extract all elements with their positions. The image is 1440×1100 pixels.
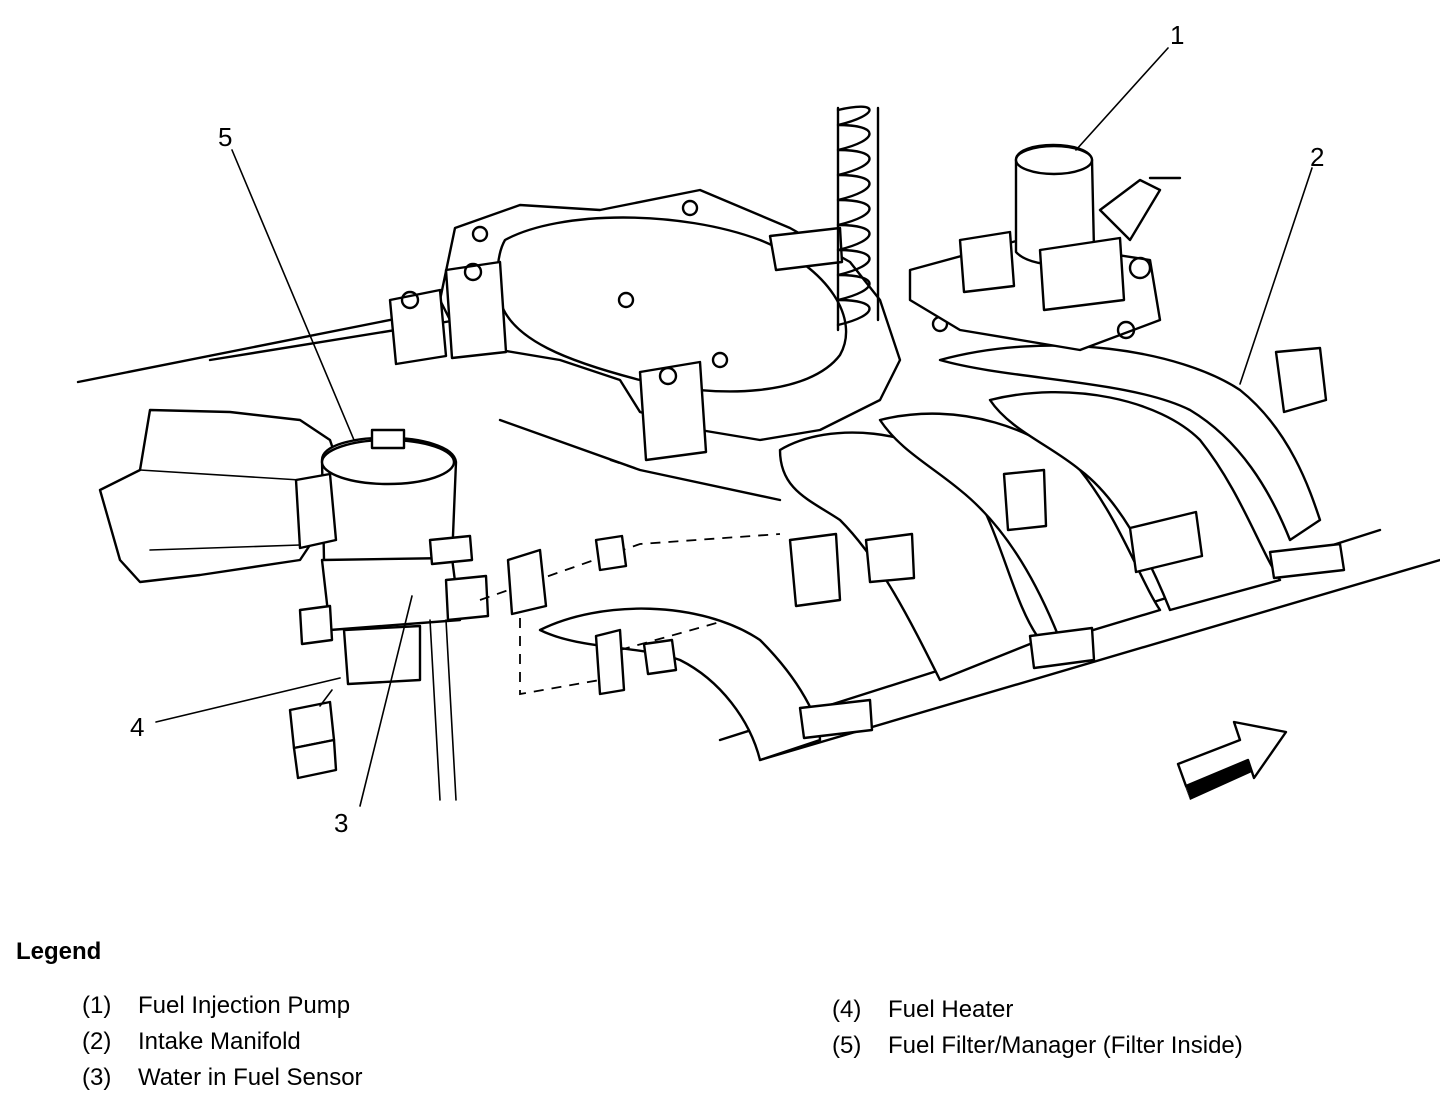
callout-3: 3 [334, 808, 348, 838]
callout-4: 4 [130, 712, 144, 742]
lower-manifold [98, 408, 342, 584]
legend-item-5-num: (5) [832, 1032, 862, 1059]
legend-item-2-num: (2) [82, 1028, 112, 1055]
legend-item-2-label: Intake Manifold [138, 1028, 301, 1055]
fuel-lines [479, 346, 1346, 740]
callout-1: 1 [1170, 20, 1184, 50]
front-direction-arrow-icon [1176, 720, 1288, 800]
engine-diagram: 1 2 3 4 5 [76, 20, 1440, 838]
legend-title: Legend [16, 938, 102, 965]
intake-plenum [388, 188, 949, 462]
legend-item-3: (3) Water in Fuel Sensor [82, 1064, 363, 1092]
leader-lines [155, 47, 1313, 807]
legend-item-3-label: Water in Fuel Sensor [138, 1064, 363, 1091]
legend-item-4: (4) Fuel Heater [832, 996, 1013, 1024]
legend-item-2: (2) Intake Manifold [82, 1028, 301, 1056]
legend-item-5-label: Fuel Filter/Manager (Filter Inside) [888, 1032, 1243, 1059]
legend-item-1-label: Fuel Injection Pump [138, 992, 351, 1019]
threaded-stud [836, 105, 880, 332]
legend-item-1-num: (1) [82, 992, 112, 1019]
fuel-filter-manager [288, 428, 490, 801]
legend-item-4-label: Fuel Heater [888, 996, 1014, 1023]
callout-5: 5 [218, 122, 232, 152]
fuel-injection-pump [908, 143, 1182, 352]
legend-item-3-num: (3) [82, 1064, 112, 1091]
callout-2: 2 [1310, 142, 1324, 172]
legend-item-1: (1) Fuel Injection Pump [82, 992, 350, 1020]
legend-item-4-num: (4) [832, 996, 862, 1023]
legend-item-5: (5) Fuel Filter/Manager (Filter Inside) [832, 1032, 1243, 1060]
